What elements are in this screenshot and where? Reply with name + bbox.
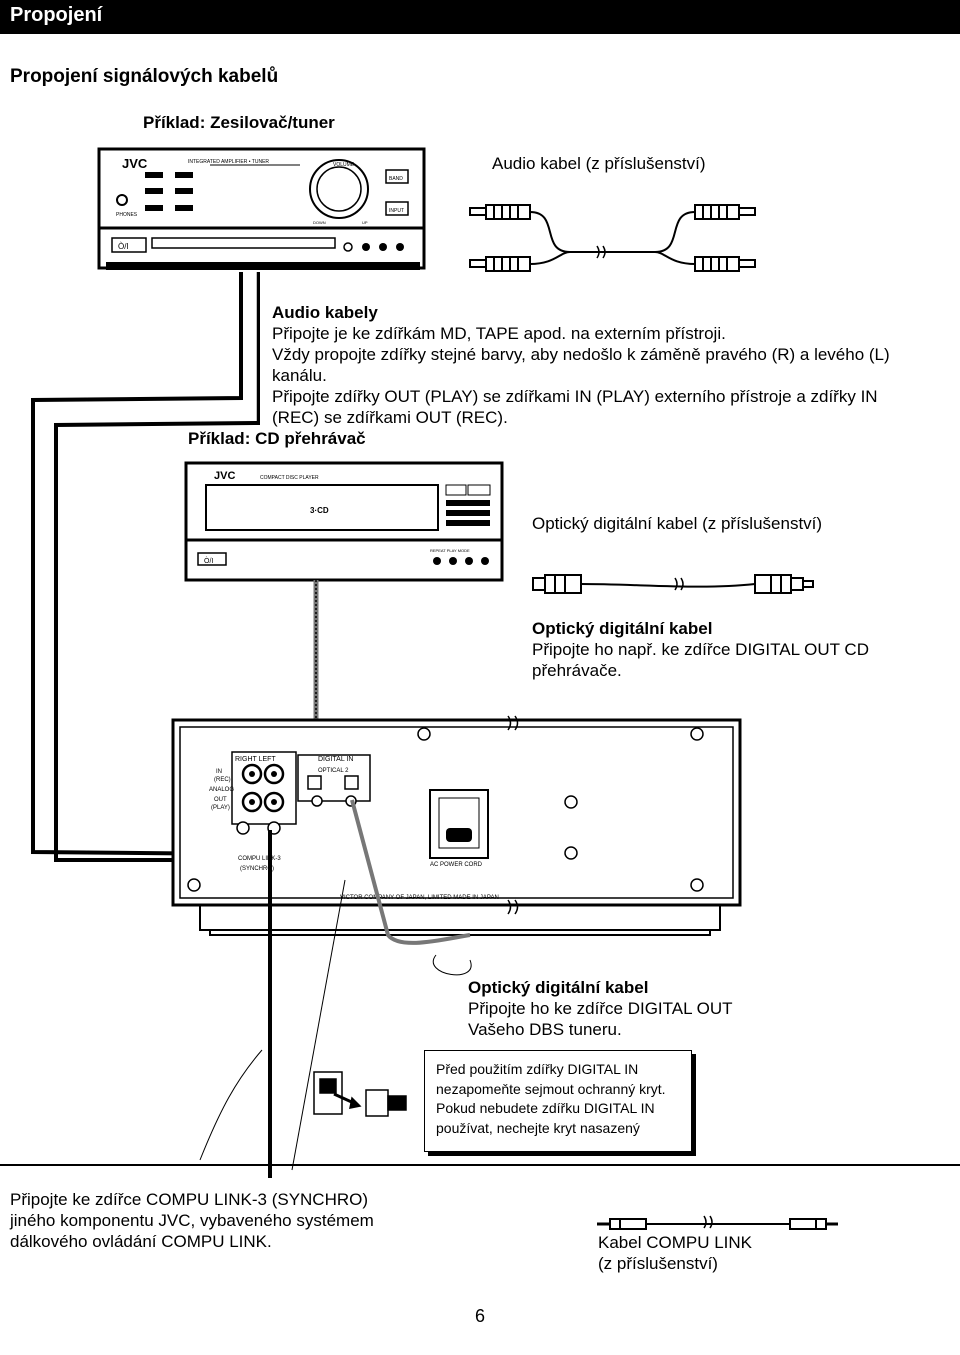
section-title: Propojení signálových kabelů bbox=[10, 66, 279, 87]
note-line: Před použitím zdířky DIGITAL IN bbox=[436, 1061, 639, 1077]
optical-cable-label: Optický digitální kabel (z příslušenství… bbox=[532, 514, 823, 533]
svg-text:UP: UP bbox=[362, 220, 368, 225]
amp-brand-logo: JVC bbox=[122, 156, 148, 171]
rear-panel: RIGHT LEFT IN (REC) ANALOG OUT (PLAY) CO… bbox=[171, 715, 742, 936]
audio-cable-label: Audio kabel (z příslušenství) bbox=[492, 154, 706, 173]
amplifier-front-panel: JVC INTEGRATED AMPLIFIER • TUNER PHONES … bbox=[97, 147, 426, 270]
audio-cables-line: kanálu. bbox=[272, 366, 327, 385]
svg-text:OUT: OUT bbox=[214, 797, 227, 803]
compu-link-text: Připojte ke zdířce COMPU LINK-3 (SYNCHRO… bbox=[10, 1189, 450, 1252]
page-header-title: Propojení bbox=[10, 4, 103, 26]
audio-cables-line: (REC) se zdířkami OUT (REC). bbox=[272, 408, 508, 427]
compu-link-line: Připojte ke zdířce COMPU LINK-3 (SYNCHRO… bbox=[10, 1190, 369, 1209]
example-amplifier-label: Příklad: Zesilovač/tuner bbox=[143, 113, 335, 132]
note-text: Před použitím zdířky DIGITAL IN nezapome… bbox=[436, 1060, 686, 1138]
compu-link-cable-label: Kabel COMPU LINK (z příslušenství) bbox=[598, 1232, 838, 1274]
svg-text:INTEGRATED AMPLIFIER • TUNER: INTEGRATED AMPLIFIER • TUNER bbox=[188, 159, 269, 165]
note-line: Pokud nebudete zdířku DIGITAL IN bbox=[436, 1100, 655, 1116]
svg-text:IN: IN bbox=[216, 769, 222, 775]
page-number: 6 bbox=[474, 1306, 485, 1326]
optical-cd-line1: Připojte ho např. ke zdířce DIGITAL OUT … bbox=[532, 640, 869, 659]
svg-text:REPEAT PLAY MODE: REPEAT PLAY MODE bbox=[430, 548, 470, 553]
optical-cable-line-dbs bbox=[350, 799, 472, 976]
svg-text:(SYNCHRO): (SYNCHRO) bbox=[240, 866, 274, 872]
svg-text:VICTOR COMPANY OF JAPAN, LIMIT: VICTOR COMPANY OF JAPAN, LIMITED MADE IN… bbox=[340, 895, 499, 901]
optical-dbs-heading: Optický digitální kabel bbox=[468, 978, 649, 997]
audio-cables-heading: Audio kabely bbox=[272, 303, 378, 322]
audio-cables-line: Připojte je ke zdířkám MD, TAPE apod. na… bbox=[272, 324, 726, 343]
optical-cable-illustration bbox=[532, 574, 814, 594]
svg-text:PHONES: PHONES bbox=[116, 212, 138, 218]
svg-text:(PLAY): (PLAY) bbox=[211, 805, 230, 811]
compu-link-cable-illustration bbox=[597, 1215, 838, 1230]
optical-cd-text: Optický digitální kabel Připojte ho např… bbox=[532, 618, 952, 681]
svg-text:COMPACT DISC PLAYER: COMPACT DISC PLAYER bbox=[260, 475, 319, 481]
optical-cd-line2: přehrávače. bbox=[532, 661, 622, 680]
header-bar bbox=[0, 0, 960, 34]
svg-text:ANALOG: ANALOG bbox=[209, 787, 234, 793]
compu-link-line: jiného komponentu JVC, vybaveného systém… bbox=[10, 1211, 374, 1230]
audio-cables-line: Vždy propojte zdířky stejné barvy, aby n… bbox=[272, 345, 890, 364]
svg-text:AC POWER CORD: AC POWER CORD bbox=[430, 862, 483, 868]
optical-dbs-line2: Vašeho DBS tuneru. bbox=[468, 1020, 622, 1039]
audio-rca-cable-illustration bbox=[469, 204, 756, 272]
note-line: používat, nechejte kryt nasazený bbox=[436, 1119, 640, 1136]
note-line: nezapomeňte sejmout ochranný kryt. bbox=[436, 1080, 666, 1097]
compu-link-cable-line2: (z příslušenství) bbox=[598, 1254, 718, 1273]
compu-link-line: dálkového ovládání COMPU LINK. bbox=[10, 1232, 272, 1251]
optical-dbs-text: Optický digitální kabel Připojte ho ke z… bbox=[468, 977, 798, 1040]
svg-text:DIGITAL IN: DIGITAL IN bbox=[318, 756, 353, 763]
cd-brand-logo: JVC bbox=[214, 470, 235, 482]
svg-text:DOWN: DOWN bbox=[313, 220, 326, 225]
optical-dbs-line1: Připojte ho ke zdířce DIGITAL OUT bbox=[468, 999, 733, 1018]
compu-link-cable-line1: Kabel COMPU LINK bbox=[598, 1233, 752, 1252]
example-cd-label: Příklad: CD přehrávač bbox=[188, 429, 366, 448]
svg-text:BAND: BAND bbox=[389, 176, 403, 182]
svg-text:Ò/I: Ò/I bbox=[118, 242, 129, 251]
svg-text:COMPU LINK-3: COMPU LINK-3 bbox=[238, 856, 281, 862]
cd-player-front-panel: JVC COMPACT DISC PLAYER 3·CD Ò/I REPEAT … bbox=[184, 461, 504, 582]
svg-text:RIGHT LEFT: RIGHT LEFT bbox=[235, 756, 276, 763]
svg-text:Ò/I: Ò/I bbox=[204, 556, 213, 565]
svg-text:OPTICAL 2: OPTICAL 2 bbox=[318, 768, 349, 774]
optical-jack-cap-illustration bbox=[313, 1071, 407, 1117]
audio-cables-text: Audio kabely Připojte je ke zdířkám MD, … bbox=[272, 302, 952, 428]
svg-text:3·CD: 3·CD bbox=[310, 506, 329, 515]
svg-text:(REC): (REC) bbox=[214, 777, 231, 783]
svg-text:VOLUME: VOLUME bbox=[333, 162, 355, 168]
note-box bbox=[424, 1050, 692, 1152]
optical-cd-heading: Optický digitální kabel bbox=[532, 619, 713, 638]
compu-link-cable-line bbox=[199, 830, 346, 1178]
audio-cables-line: Připojte zdířky OUT (PLAY) se zdířkami I… bbox=[272, 387, 878, 406]
svg-text:INPUT: INPUT bbox=[389, 208, 404, 214]
